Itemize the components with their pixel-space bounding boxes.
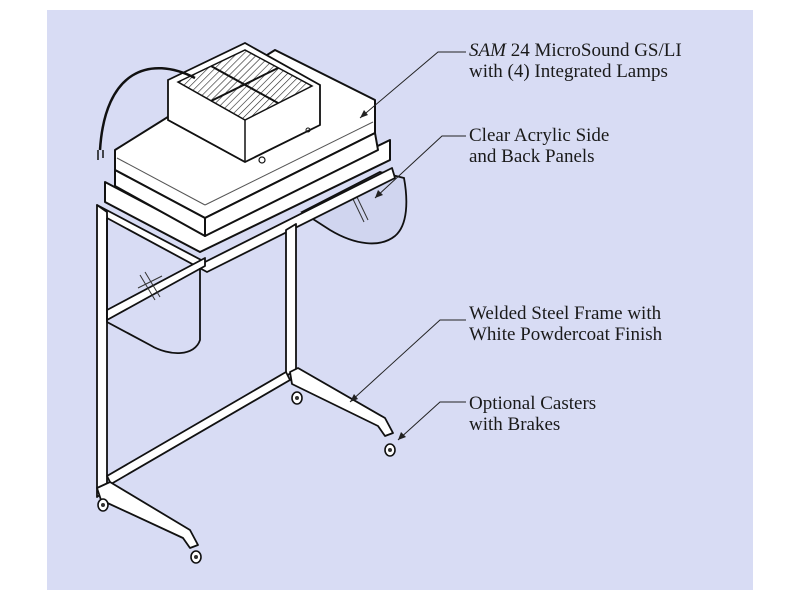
callout-acrylic-panels: Clear Acrylic Side and Back Panels [469,125,609,167]
power-cord [98,66,196,151]
callout-line: White Powdercoat Finish [469,324,663,345]
callout-line: Welded Steel Frame with [469,303,662,324]
callout-line: Optional Casters [469,393,597,414]
callout-fan-filter-unit: SAM 24 MicroSound GS/LI with (4) Integra… [469,40,682,82]
filter-grille [167,41,321,164]
diagram-background [47,10,753,590]
callout-casters: Optional Casters with Brakes [469,393,596,435]
leader-lines [349,51,466,441]
callout-line: and Back Panels [469,146,595,167]
caster [97,391,396,564]
acrylic-panel-right [300,171,408,245]
callout-steel-frame: Welded Steel Frame with White Powdercoat… [469,303,662,345]
callout-line: with Brakes [469,414,561,435]
callout-model-name: SAM [469,40,506,61]
callout-model-detail: 24 MicroSound GS/LI [505,40,682,61]
callout-line: Clear Acrylic Side [469,125,610,146]
acrylic-panel-left [106,218,201,355]
steel-frame [96,167,396,549]
callout-line: with (4) Integrated Lamps [469,61,668,82]
